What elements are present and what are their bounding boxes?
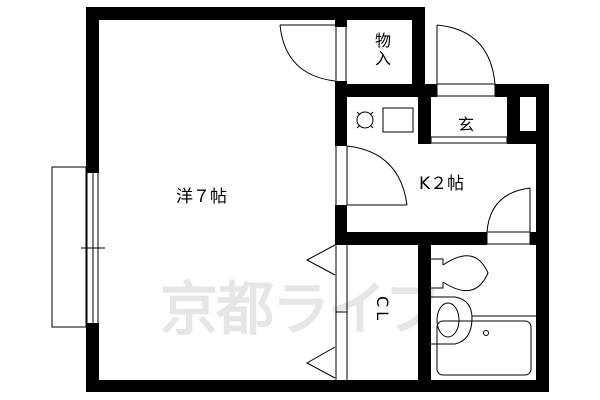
door-bathroom bbox=[486, 187, 531, 245]
room-label-western: 洋７帖 bbox=[176, 187, 227, 207]
door-entrance bbox=[436, 24, 496, 97]
walls bbox=[86, 7, 549, 392]
washbasin-icon bbox=[431, 296, 473, 345]
room-label-closet: CL bbox=[373, 296, 392, 325]
door-western-room bbox=[279, 20, 347, 82]
room-label-storage: 物入 bbox=[372, 32, 391, 68]
kitchen-sink-icon bbox=[382, 107, 414, 133]
bathtub-icon bbox=[436, 315, 536, 376]
room-label-kitchen: K２帖 bbox=[419, 174, 465, 194]
closet-doors bbox=[305, 244, 348, 380]
room-label-entrance: 玄 bbox=[458, 115, 475, 134]
window-left bbox=[51, 166, 105, 328]
entrance-step bbox=[430, 136, 508, 144]
toilet-icon bbox=[431, 255, 489, 292]
gas-stove-icon bbox=[356, 111, 374, 129]
door-kitchen bbox=[335, 145, 408, 206]
